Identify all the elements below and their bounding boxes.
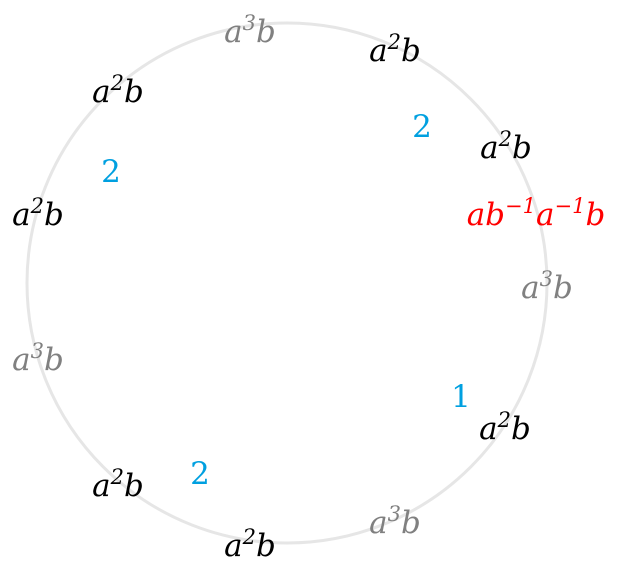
word-label: a2b <box>12 194 64 233</box>
word-label: a3b <box>224 11 276 50</box>
word-label: a2b <box>92 71 144 110</box>
word-label: a2b <box>92 465 144 504</box>
word-label: ab−1a−1b <box>467 194 606 233</box>
word-label: a2b <box>480 127 532 166</box>
word-label: a3b <box>369 502 421 541</box>
word-label: a2b <box>224 525 276 564</box>
word-label: a2b <box>369 30 421 69</box>
word-label: a3b <box>521 267 573 306</box>
word-label: a2b <box>479 408 531 447</box>
count-label: 2 <box>412 109 432 145</box>
cycle-circle <box>25 21 549 545</box>
count-label: 2 <box>190 456 210 492</box>
count-label: 1 <box>451 379 471 415</box>
word-label: a3b <box>12 339 64 378</box>
count-label: 2 <box>101 154 121 190</box>
